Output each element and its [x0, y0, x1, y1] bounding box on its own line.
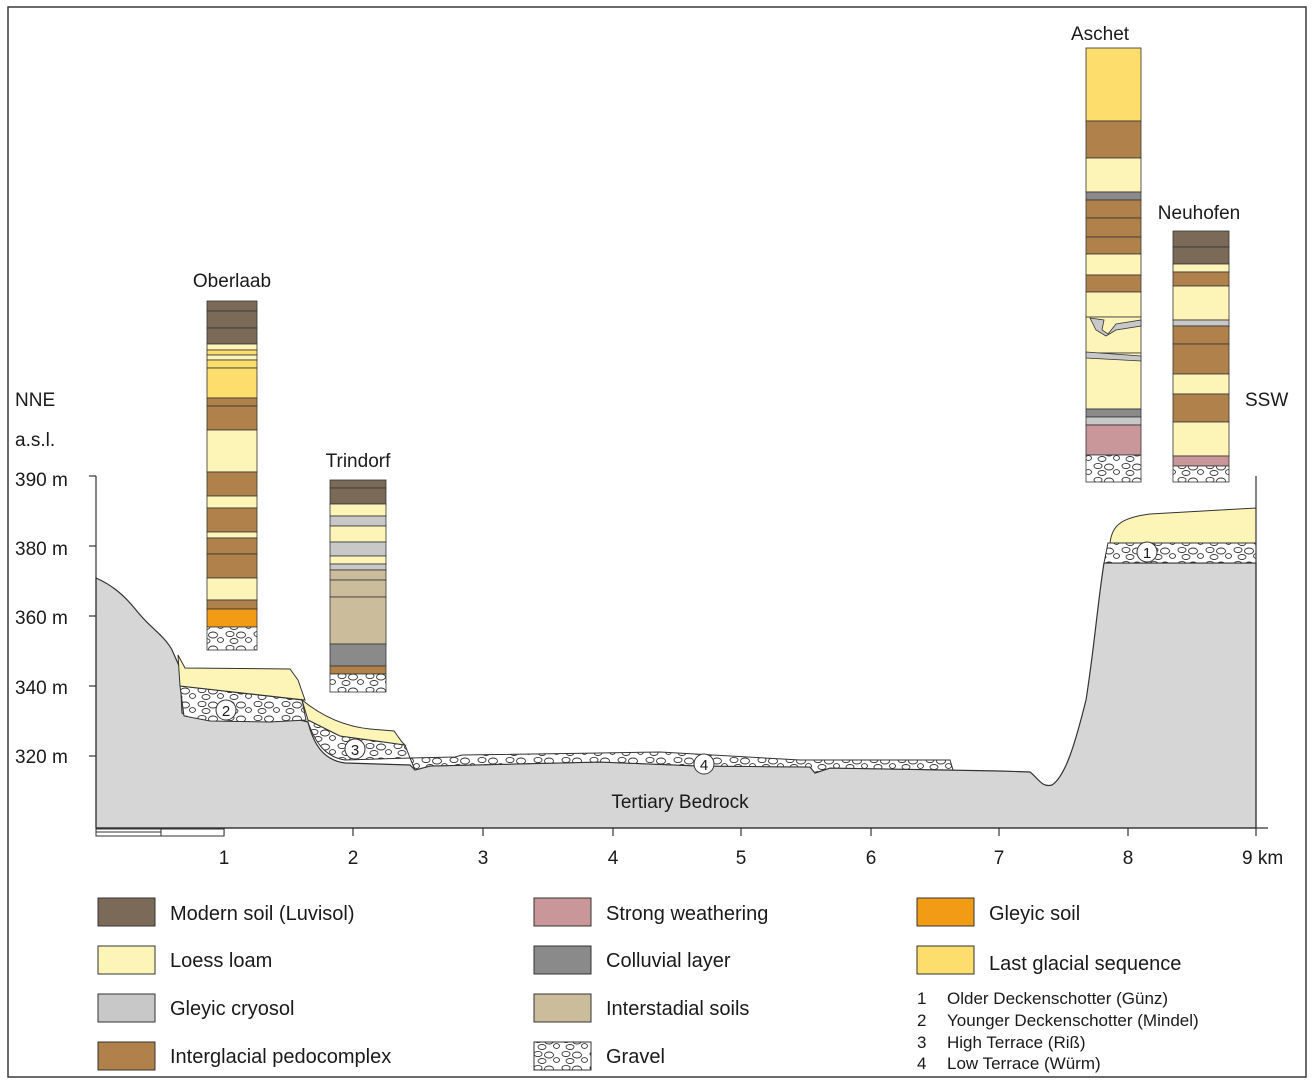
x-tick-label: 2 — [348, 848, 359, 869]
profile-column-oberlaab — [206, 300, 258, 651]
terrace-number: 3 — [351, 742, 359, 759]
y-tick-label: 390 m — [15, 470, 68, 491]
legend-label: Modern soil (Luvisol) — [170, 903, 355, 925]
legend-item: Gravel — [533, 1041, 665, 1071]
terrace-1-loess — [1109, 507, 1257, 544]
terrace-key-text: Low Terrace (Würm) — [947, 1054, 1101, 1073]
legend-item: Interglacial pedocomplex — [97, 1041, 391, 1071]
x-tick-label: 8 — [1123, 848, 1134, 869]
terrace-marker-3: 3 — [344, 738, 366, 760]
figure-frame — [7, 6, 1307, 1078]
x-tick-label: 6 — [866, 848, 877, 869]
terrace-number: 2 — [222, 703, 230, 720]
y-tick-label: 380 m — [15, 539, 68, 560]
legend-label: Gleyic soil — [989, 903, 1080, 925]
terrace-key-number: 2 — [917, 1011, 926, 1030]
x-tick-label: 4 — [608, 848, 619, 869]
x-tick-label: 7 — [994, 848, 1005, 869]
y-axis — [89, 475, 97, 828]
terrace-marker-2: 2 — [215, 699, 237, 721]
terrace-number: 1 — [1143, 545, 1151, 562]
legend-label: Strong weathering — [606, 903, 768, 925]
y-tick-label: 340 m — [15, 678, 68, 699]
legend-item: Gleyic cryosol — [97, 993, 294, 1023]
terrace-key-text: Older Deckenschotter (Günz) — [947, 989, 1168, 1008]
x-tick-label: 3 — [478, 848, 489, 869]
legend-label: Gleyic cryosol — [170, 998, 294, 1020]
scale-bar — [95, 828, 225, 837]
terrace-number: 4 — [700, 757, 708, 774]
direction-right: SSW — [1245, 390, 1288, 411]
profile-column-neuhofen — [1172, 230, 1230, 483]
terrace-key-number: 3 — [917, 1033, 926, 1052]
terrace-1-gravel — [1103, 542, 1257, 564]
x-axis — [96, 827, 1268, 836]
y-tick-label: 360 m — [15, 608, 68, 629]
y-tick-label: 320 m — [15, 747, 68, 768]
direction-left: NNE — [15, 390, 55, 411]
terrace-3-loess — [301, 698, 407, 746]
legend-item: Strong weathering — [533, 897, 768, 927]
x-tick-label: 9 km — [1242, 848, 1283, 869]
terrace-key-text: High Terrace (Riß) — [947, 1033, 1086, 1052]
legend-item: Modern soil (Luvisol) — [97, 897, 355, 927]
terrace-2-loess — [177, 654, 306, 701]
legend-item: Gleyic soil — [916, 897, 1080, 927]
legend-item: Colluvial layer — [533, 945, 731, 975]
legend-item: Interstadial soils — [533, 993, 749, 1023]
profile-column-aschet — [1085, 47, 1142, 483]
legend-label: Interstadial soils — [606, 998, 749, 1020]
profile-label-oberlaab: Oberlaab — [193, 271, 271, 292]
legend: Modern soil (Luvisol) Loess loam Gleyic … — [97, 897, 1181, 1071]
terrace-4-gravel — [409, 751, 954, 774]
profile-label-neuhofen: Neuhofen — [1158, 203, 1240, 224]
legend-label: Gravel — [606, 1046, 665, 1068]
legend-label: Loess loam — [170, 950, 272, 972]
terrace-key-number: 4 — [917, 1054, 926, 1073]
profile-column-trindorf — [329, 479, 387, 693]
legend-label: Colluvial layer — [606, 950, 731, 972]
legend-label: Last glacial sequence — [989, 953, 1181, 975]
terrace-key: 1 Older Deckenschotter (Günz) 2 Younger … — [917, 989, 1199, 1073]
terrace-key-text: Younger Deckenschotter (Mindel) — [947, 1011, 1199, 1030]
x-tick-label: 5 — [736, 848, 747, 869]
legend-item: Last glacial sequence — [916, 945, 1181, 975]
terrace-key-number: 1 — [917, 989, 926, 1008]
terrace-marker-1: 1 — [1136, 541, 1158, 563]
altitude-unit: a.s.l. — [15, 430, 55, 451]
legend-label: Interglacial pedocomplex — [170, 1046, 391, 1068]
legend-item: Loess loam — [97, 945, 272, 975]
profile-label-aschet: Aschet — [1071, 24, 1130, 45]
x-tick-label: 1 — [219, 848, 230, 869]
terrace-marker-4: 4 — [693, 753, 715, 775]
bedrock-label: Tertiary Bedrock — [611, 792, 749, 813]
profile-label-trindorf: Trindorf — [326, 451, 391, 472]
